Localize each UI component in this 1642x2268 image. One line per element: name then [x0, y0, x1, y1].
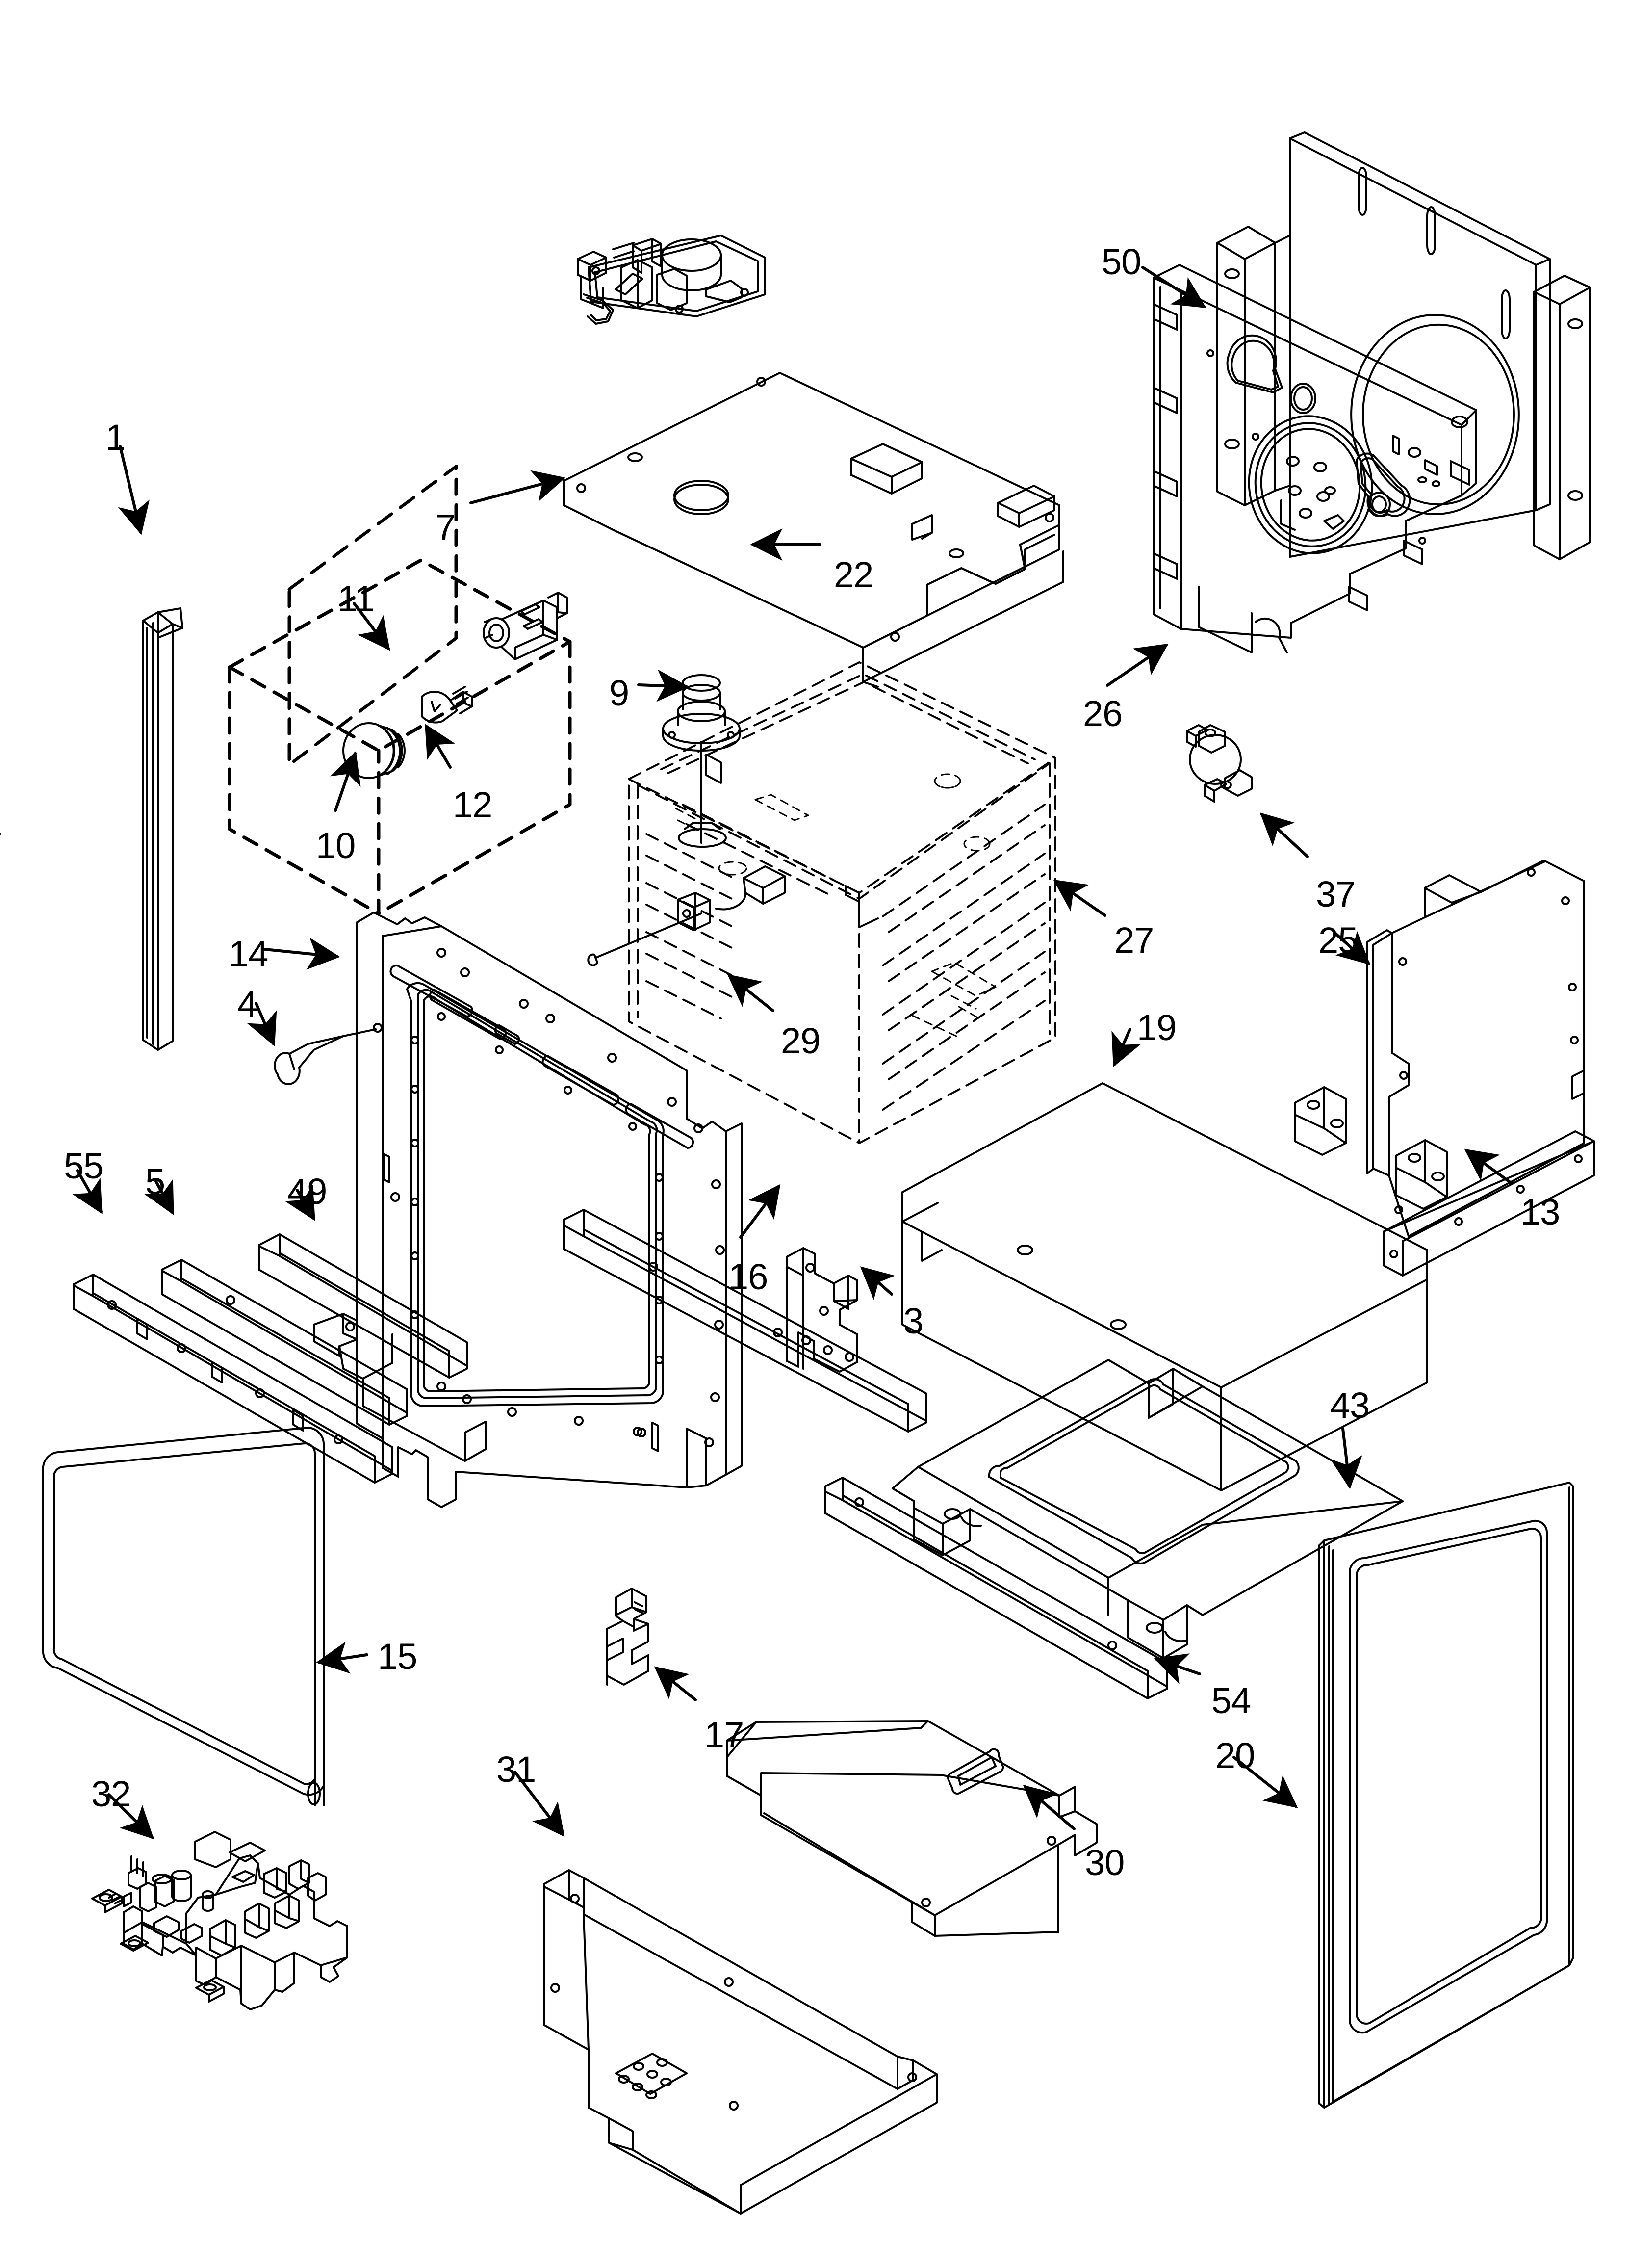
callout-number-22: 22 [834, 554, 873, 595]
part-oven-outer-door-panel [1318, 1482, 1574, 2109]
part-side-trim-strip [142, 607, 183, 1051]
part-oven-top-panel [563, 372, 1064, 688]
callout-number-7: 7 [436, 507, 456, 547]
callout-number-30: 30 [1085, 1842, 1125, 1883]
part-lower-side-trim-rail [1383, 1130, 1595, 1277]
callout-number-1: 1 [105, 417, 126, 458]
part-bottom-liner-trim-frame [892, 1359, 1404, 1659]
part-oven-light-bulb [421, 686, 473, 724]
callout-number-3: 3 [903, 1301, 924, 1341]
callout-number-5: 5 [145, 1161, 165, 1202]
callout-leaders [72, 266, 1513, 1839]
callout-number-9: 9 [609, 673, 629, 713]
part-door-latch-motor-assembly [577, 235, 766, 325]
callout-number-4: 4 [237, 984, 257, 1024]
part-frame-screw [274, 1023, 383, 1085]
callout-number-17: 17 [704, 1715, 744, 1755]
part-oven-vent-trim-strip [563, 1209, 927, 1433]
part-oven-side-panel [1366, 860, 1585, 1237]
lamp-assembly-dashed-box [287, 465, 458, 767]
callout-number-11: 11 [337, 578, 375, 619]
callout-number-13: 13 [1520, 1192, 1560, 1232]
callout-number-54: 54 [1211, 1680, 1251, 1721]
part-hinge-support-bracket [786, 1247, 858, 1373]
callout-number-37: 37 [1316, 874, 1356, 914]
callout-number-50: 50 [1102, 241, 1141, 282]
callout-number-19: 19 [1137, 1007, 1177, 1048]
part-bottom-access-panel [726, 1720, 1098, 1937]
part-oven-front-frame [356, 912, 743, 1508]
part-left-support-rail [73, 1274, 393, 1484]
callout-number-14: 14 [229, 934, 268, 974]
part-bottom-front-rail [824, 1477, 1168, 1699]
part-drawer-slide-support [543, 1869, 938, 2215]
callout-number-43: 43 [1330, 1385, 1370, 1426]
callout-number-25: 25 [1318, 920, 1358, 961]
part-center-support-rail [161, 1259, 408, 1426]
part-temperature-sensor-probe [587, 865, 786, 966]
part-door-gasket-seal [42, 1427, 325, 1806]
part-rear-cover-panel [1153, 264, 1520, 653]
callout-number-26: 26 [1083, 693, 1123, 734]
part-lamp-socket [483, 592, 568, 660]
callout-number-10: 10 [316, 825, 356, 866]
callout-number-31: 31 [496, 1749, 536, 1790]
part-thermal-cutoff-switch [1186, 724, 1253, 803]
callout-number-16: 16 [728, 1256, 768, 1297]
callout-number-49: 49 [287, 1171, 327, 1212]
part-oven-bottom-shelf-panel [901, 1082, 1448, 1491]
callout-number-27: 27 [1114, 920, 1154, 961]
part-oven-cavity-liner [628, 661, 1056, 1144]
callout-number-15: 15 [378, 1636, 417, 1677]
part-rear-wall-panel [1289, 131, 1551, 558]
callout-number-20: 20 [1215, 1735, 1255, 1776]
callout-number-12: 12 [453, 784, 492, 825]
callout-number-29: 29 [781, 1020, 821, 1061]
part-electronic-control-board [91, 1831, 348, 2010]
callout-number-55: 55 [64, 1146, 103, 1186]
part-rear-side-flange [1533, 275, 1591, 560]
part-oven-cavity-liner-detail [0, 773, 997, 1037]
callout-number-32: 32 [91, 1773, 131, 1814]
part-lamp-lens-cover [342, 722, 406, 779]
part-cavity-corner-accents [705, 754, 879, 928]
part-convection-fan-motor [662, 674, 741, 848]
part-front-cross-rail [258, 1233, 487, 1462]
lamp-assembly-dashed-box-outline [228, 558, 572, 915]
part-latch-strike-bracket [606, 1588, 649, 1686]
